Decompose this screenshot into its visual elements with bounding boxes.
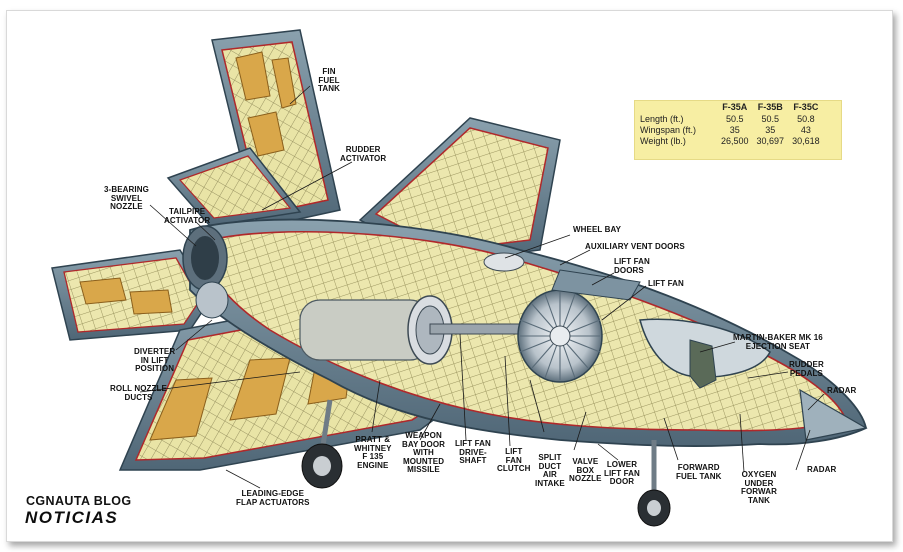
label-split-duct-air-intake: SPLIT DUCT AIR INTAKE [535, 453, 565, 488]
specs-col-header: F-35B [757, 102, 783, 112]
label-lift-fan-clutch: LIFT FAN CLUTCH [497, 447, 531, 473]
specs-cell: 26,500 [721, 135, 749, 146]
specs-cell: 50.8 [797, 113, 815, 124]
leader-lines [139, 85, 825, 489]
specs-row: Weight (lb.) 26,500 30,697 30,618 [635, 135, 824, 146]
blog-name: CGNAUTA BLOG [26, 494, 132, 508]
label-diverter: DIVERTER IN LIFT POSITION [134, 347, 176, 373]
specs-col-header: F-35C [793, 102, 819, 112]
specs-cell: 35 [765, 124, 776, 135]
specs-cell: 30,618 [792, 135, 820, 146]
label-roll-nozzle-ducts: ROLL NOZZLE DUCTS [110, 384, 167, 402]
specs-cell: 50.5 [761, 113, 780, 124]
label-swivel-nozzle: 3-BEARING SWIVEL NOZZLE [104, 185, 149, 211]
label-lower-lift-fan-door: LOWER LIFT FAN DOOR [604, 460, 640, 486]
label-oxygen-tank: OXYGEN UNDER FORWAR TANK [741, 470, 778, 505]
label-radar-top: RADAR [827, 386, 857, 395]
label-ejection-seat: MARTIN-BAKER MK 16 EJECTION SEAT [733, 333, 823, 351]
label-valve-box-nozzle: VALVE BOX NOZZLE [569, 457, 602, 483]
specs-cell: 50.5 [726, 113, 744, 124]
label-weapon-bay-door: WEAPON BAY DOOR WITH MOUNTED MISSILE [402, 431, 446, 474]
label-lift-fan: LIFT FAN [648, 279, 684, 288]
label-auxiliary-vent-doors: AUXILIARY VENT DOORS [585, 242, 685, 251]
specs-row-label: Weight (lb.) [640, 135, 686, 146]
section-title: NOTICIAS [25, 508, 119, 527]
specs-table: F-35A F-35B F-35C Length (ft.) 50.5 50.5… [634, 100, 842, 160]
right-wing [166, 117, 561, 263]
vertical-fin [211, 29, 341, 229]
fuselage [182, 218, 868, 447]
label-lift-fan-doors: LIFT FAN DOORS [614, 257, 650, 275]
specs-grid: F-35A F-35B F-35C Length (ft.) 50.5 50.5… [635, 101, 824, 146]
specs-row: Wingspan (ft.) 35 35 43 [635, 124, 824, 135]
specs-row: Length (ft.) 50.5 50.5 50.8 [635, 113, 824, 124]
specs-header-row: F-35A F-35B F-35C [635, 101, 824, 113]
label-tailpipe-activator: TAILPIPE ACTIVATOR [164, 207, 211, 225]
label-radar-bottom: RADAR [807, 465, 837, 474]
specs-col-header: F-35A [722, 102, 748, 112]
specs-cell: 43 [800, 124, 811, 135]
label-rudder-activator: RUDDER ACTIVATOR [340, 145, 387, 163]
label-fin-fuel-tank: FIN FUEL TANK [318, 67, 341, 93]
label-forward-fuel-tank: FORWARD FUEL TANK [676, 463, 722, 481]
label-wheel-bay: WHEEL BAY [573, 225, 622, 234]
left-tailplane [51, 249, 211, 341]
landing-gear [301, 399, 671, 527]
specs-row-label: Wingspan (ft.) [640, 124, 697, 135]
label-flap-actuators: LEADING-EDGE FLAP ACTUATORS [236, 489, 310, 507]
specs-cell: 30,697 [756, 135, 785, 146]
specs-cell: 35 [729, 124, 740, 135]
label-lift-fan-drive-shaft: LIFT FAN DRIVE- SHAFT [455, 439, 491, 465]
specs-row-label: Length (ft.) [640, 113, 684, 124]
label-rudder-pedals: RUDDER PEDALS [789, 360, 824, 378]
label-engine: PRATT & WHITNEY F 135 ENGINE [354, 435, 392, 470]
